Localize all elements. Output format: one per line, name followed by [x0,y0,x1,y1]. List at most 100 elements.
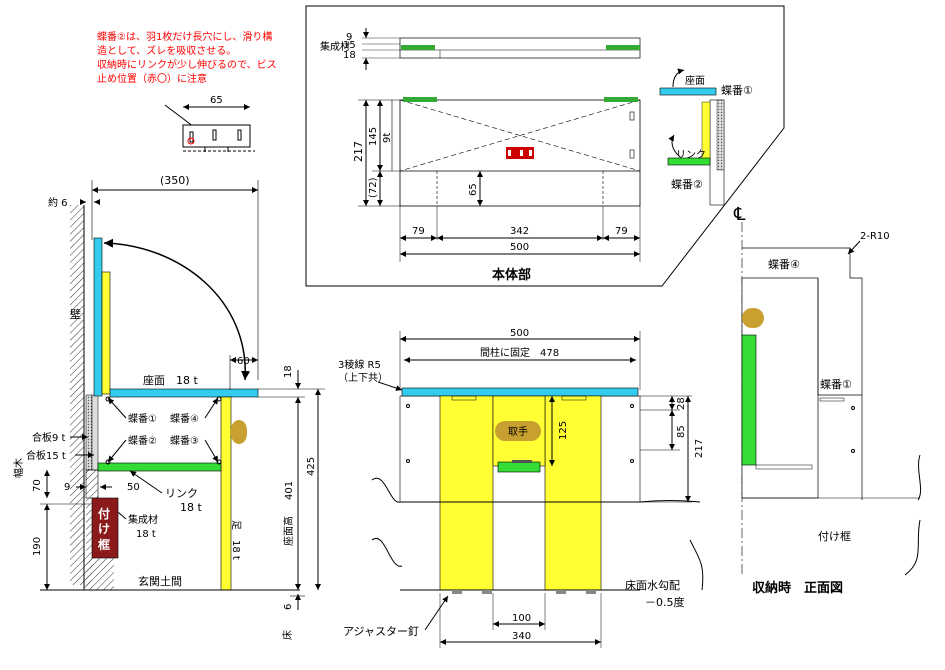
adjuster-label: アジャスター釘 [343,624,419,638]
body-dim-9t: 9t [382,133,393,143]
seat-height-label: 座面高 [282,516,295,546]
floor-hatch-left [84,558,114,590]
laminated-label: 集成材 [128,513,158,526]
detail-dim-65: 65 [210,95,223,106]
mini-link-label: リンク [676,149,706,161]
body-title: 本体部 [492,267,531,283]
hinge2-label: 蝶番② [128,434,157,447]
front-leg-left [439,395,494,591]
stored-frame-label: 付け框 [818,530,851,543]
front-slope-label-1: 床面水勾配 [625,578,680,592]
mini-link [667,157,711,166]
body-dim-72: (72) [368,177,379,198]
plywood-15t [91,394,99,471]
dim-190: 190 [32,537,43,556]
body-dim-9: 9 [346,32,352,43]
body-frame-border [305,5,785,287]
note-line-4: 止め位置（赤〇）に注意 [97,72,207,85]
body-dim-15: 15 [343,40,356,51]
body-dim-79a: 79 [412,226,425,237]
front-dim-340: 340 [512,631,531,642]
dim-18: 18 [283,365,294,378]
mini-hinge2-label: 蝶番② [671,177,703,191]
hinge-detail: 65 [182,95,255,152]
dim-350: (350) [160,174,190,187]
handle-side [231,420,247,444]
dim-425: 425 [306,457,317,476]
frame-hatch [86,498,92,588]
r10-label: 2-R10 [860,231,890,242]
frame-char-1: 付 [98,506,110,521]
frame-char-3: 框 [98,537,110,552]
screw-mark-red [187,137,195,145]
side-view: (350) 約 6 壁 座面 18 t 60 足 18 t 蝶 [12,174,325,640]
hinge3-label: 蝶番③ [170,434,199,447]
note-line-3: 収納時にリンクが少し伸びるので、ビス [97,58,277,71]
mini-seat [659,87,717,96]
front-dim-125: 125 [558,421,569,440]
laminated-thickness: 18 t [136,529,156,540]
frame-char-2: け [98,522,110,536]
front-slope-label-2: －0.5度 [645,595,685,609]
plywood-9t [85,394,93,471]
swing-arc [103,238,251,381]
body-panel-view: 9 15 18 集成材 217 145 9t (72) 65 [305,5,785,287]
hinge1-label: 蝶番① [128,412,157,425]
baseboard [85,469,99,499]
approx-6: 約 6 [48,196,68,209]
body-dim-217: 217 [352,141,365,162]
dim-6: 6 [283,604,294,610]
front-edge-label-1: 3稜線 R5 [338,358,381,371]
body-dim-145: 145 [368,127,379,146]
body-dim-18: 18 [343,50,356,61]
design-note: 蝶番②は、羽1枚だけ長穴にし、滑り構 造として、ズレを吸収させる。 収納時にリン… [97,30,277,85]
front-leg-right [544,395,602,591]
stored-hinge4-label: 蝶番④ [768,257,800,271]
front-dim-217: 217 [694,439,705,458]
stored-handle [742,308,764,328]
wall-label: 壁 [70,307,81,321]
stored-title: 収納時 正面図 [752,580,843,596]
body-dim-79b: 79 [615,226,628,237]
leg-board [220,396,232,591]
body-dim-342: 342 [510,226,529,237]
link-board [97,462,222,472]
front-dim-500: 500 [510,328,529,339]
ply9-label: 合板9 t [32,431,66,444]
ply15-label: 合板15 t [26,449,66,462]
front-dim-100: 100 [512,613,531,624]
leg-label: 足 18 t [230,520,242,560]
front-dim-85: 85 [676,425,687,438]
dim-70: 70 [32,479,43,492]
stored-view: ℄ 2-R10 蝶番④ 蝶番① 付け框 収納時 正面図 [733,204,922,596]
stored-link [741,334,757,466]
dim-401: 401 [284,481,295,500]
dim-9: 9 [64,482,70,493]
body-laminated-label: 集成材 [320,40,350,53]
seat-label: 座面 18 t [143,373,198,387]
front-edge-label-2: （上下共） [338,372,388,384]
stored-hinge1-label: 蝶番① [820,377,852,391]
baseboard-label: 幅木 [12,458,25,478]
floor-label: 床 [281,630,294,640]
body-dim-65: 65 [468,183,479,196]
backrest-panel [93,237,103,397]
front-handle-label: 取手 [508,425,528,438]
note-line-2: 造として、ズレを吸収させる。 [97,44,236,57]
mini-seat-label: 座面 [685,74,705,87]
front-handle[interactable] [495,421,541,441]
body-dim-500: 500 [510,242,529,253]
hinge4-label: 蝶番④ [170,412,199,425]
wall-hatch [70,205,84,585]
genkan-label: 玄関土間 [138,574,182,588]
note-line-1: 蝶番②は、羽1枚だけ長穴にし、滑り構 [97,30,272,43]
dim-60: 60 [237,356,250,367]
link-label: リンク [165,487,198,500]
mini-hinge1-label: 蝶番① [721,83,753,97]
front-link [497,461,541,473]
centerline-symbol: ℄ [733,204,746,225]
front-fix-label: 間柱に固定 478 [480,346,559,359]
back-plate [101,271,111,395]
front-seat [401,387,639,397]
